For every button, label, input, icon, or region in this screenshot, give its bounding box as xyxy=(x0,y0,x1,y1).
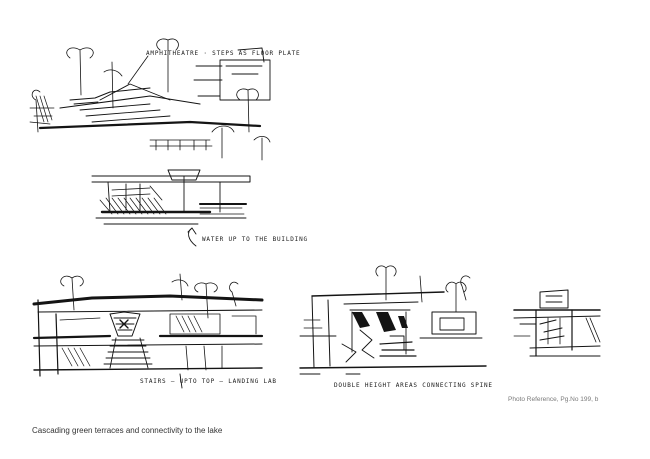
figure-caption: Cascading green terraces and connectivit… xyxy=(32,426,223,435)
photo-reference: Photo Reference, Pg.No 199, b xyxy=(508,396,599,403)
annotation-water: Water up to the building xyxy=(202,236,308,243)
annotation-double-height: Double height areas connecting spine xyxy=(334,382,493,389)
sketch-double-height xyxy=(299,265,487,375)
sketch-stairs-landing xyxy=(32,273,264,389)
annotation-amphitheatre: Amphitheatre · steps as floor plate xyxy=(146,50,301,57)
sketch-small-section xyxy=(513,289,601,357)
annotation-stairs: Stairs — upto top — landing lab xyxy=(140,378,277,385)
sketch-terraces-amphitheatre xyxy=(29,38,271,247)
